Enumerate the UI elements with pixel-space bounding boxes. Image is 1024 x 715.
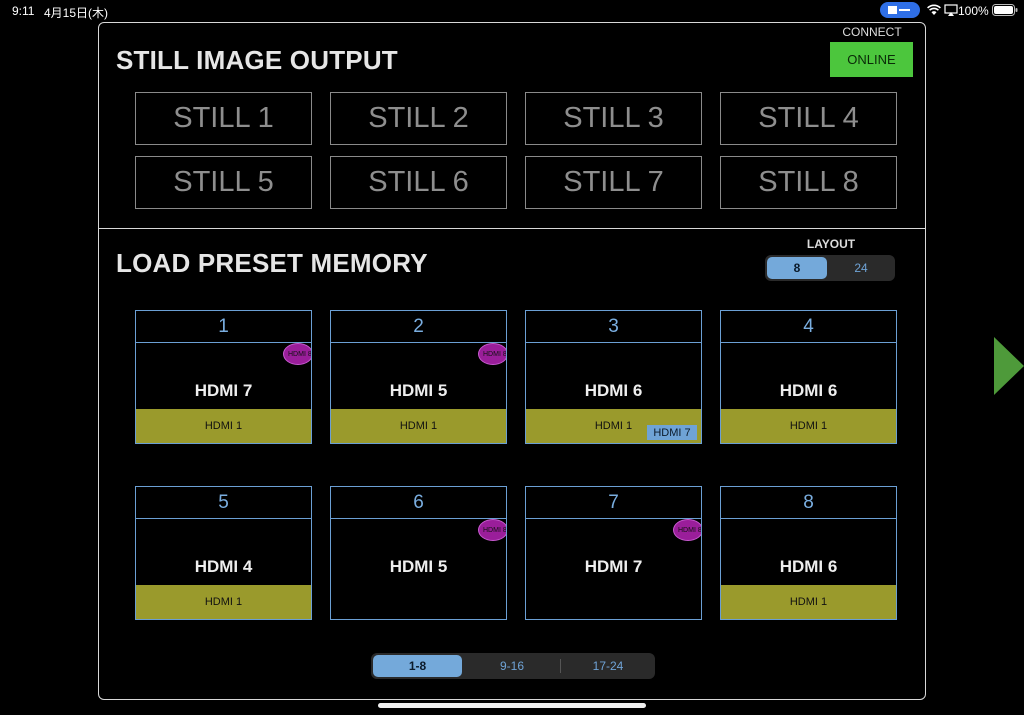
still-section-title: STILL IMAGE OUTPUT <box>116 45 398 75</box>
preset-number: 5 <box>136 487 311 519</box>
home-indicator[interactable] <box>378 703 646 708</box>
status-time: 9:11 <box>12 4 35 18</box>
preset-section-title: LOAD PRESET MEMORY <box>116 248 428 278</box>
record-icon <box>888 6 910 14</box>
online-button[interactable]: ONLINE <box>830 42 913 77</box>
segment-separator <box>560 659 561 673</box>
preset-card-6[interactable]: 6 HDMI 8 HDMI 5 <box>330 486 507 620</box>
still-7-button[interactable]: STILL 7 <box>525 156 702 209</box>
preset-card-3[interactable]: 3 HDMI 6 HDMI 1 HDMI 7 <box>525 310 702 444</box>
still-8-button[interactable]: STILL 8 <box>720 156 897 209</box>
preset-main-source: HDMI 5 <box>389 557 448 576</box>
preset-number: 4 <box>721 311 896 343</box>
page-segmented-control: 1-8 9-16 17-24 <box>371 653 655 679</box>
status-bar: 9:11 4月15日(木) 100% <box>0 0 1024 22</box>
preset-number: 3 <box>526 311 701 343</box>
screen-mirror-icon <box>944 4 958 16</box>
preset-badge: HDMI 8 <box>283 343 311 365</box>
preset-card-4[interactable]: 4 HDMI 6 HDMI 1 <box>720 310 897 444</box>
page-option-17-24[interactable]: 17-24 <box>592 659 624 673</box>
still-5-button[interactable]: STILL 5 <box>135 156 312 209</box>
layout-segmented-control: 8 24 <box>765 255 895 281</box>
battery-icon <box>992 4 1018 16</box>
preset-badge: HDMI 8 <box>478 343 506 365</box>
connect-label: CONNECT <box>842 25 902 39</box>
preset-badge: HDMI 8 <box>478 519 506 541</box>
preset-number: 1 <box>136 311 311 343</box>
preset-card-5[interactable]: 5 HDMI 4 HDMI 1 <box>135 486 312 620</box>
preset-badge: HDMI 8 <box>673 519 701 541</box>
still-3-button[interactable]: STILL 3 <box>525 92 702 145</box>
wifi-icon <box>927 4 941 15</box>
preset-number: 7 <box>526 487 701 519</box>
preset-main-source: HDMI 6 <box>779 557 838 576</box>
layout-option-8[interactable]: 8 <box>767 257 827 279</box>
still-4-button[interactable]: STILL 4 <box>720 92 897 145</box>
preset-card-8[interactable]: 8 HDMI 6 HDMI 1 <box>720 486 897 620</box>
layout-label: LAYOUT <box>806 237 856 251</box>
layout-option-24[interactable]: 24 <box>854 261 868 275</box>
still-1-button[interactable]: STILL 1 <box>135 92 312 145</box>
preset-main-source: HDMI 7 <box>194 381 253 400</box>
preset-number: 8 <box>721 487 896 519</box>
page-option-9-16[interactable]: 9-16 <box>499 659 525 673</box>
preset-sub-source: HDMI 1 <box>721 585 896 619</box>
preset-main-source: HDMI 5 <box>389 381 448 400</box>
preset-card-2[interactable]: 2 HDMI 8 HDMI 5 HDMI 1 <box>330 310 507 444</box>
next-arrow-icon[interactable] <box>994 337 1024 395</box>
battery-percentage: 100% <box>958 4 989 18</box>
preset-main-source: HDMI 4 <box>194 557 253 576</box>
page-option-1-8[interactable]: 1-8 <box>373 655 462 677</box>
preset-main-source: HDMI 6 <box>779 381 838 400</box>
status-date: 4月15日(木) <box>44 6 109 20</box>
screen-recording-pill[interactable] <box>880 2 920 18</box>
preset-card-7[interactable]: 7 HDMI 8 HDMI 7 <box>525 486 702 620</box>
preset-sub-source: HDMI 1 <box>136 585 311 619</box>
preset-number: 2 <box>331 311 506 343</box>
preset-sub-source: HDMI 1 <box>331 409 506 443</box>
preset-main-source: HDMI 6 <box>584 381 643 400</box>
control-panel: STILL IMAGE OUTPUT CONNECT ONLINE STILL … <box>98 22 926 700</box>
still-2-button[interactable]: STILL 2 <box>330 92 507 145</box>
preset-number: 6 <box>331 487 506 519</box>
preset-sub-source: HDMI 1 <box>721 409 896 443</box>
still-6-button[interactable]: STILL 6 <box>330 156 507 209</box>
section-divider <box>99 228 925 229</box>
preset-sub-source: HDMI 1 <box>136 409 311 443</box>
preset-main-source: HDMI 7 <box>584 557 643 576</box>
preset-tag: HDMI 7 <box>647 425 697 440</box>
preset-card-1[interactable]: 1 HDMI 8 HDMI 7 HDMI 1 <box>135 310 312 444</box>
